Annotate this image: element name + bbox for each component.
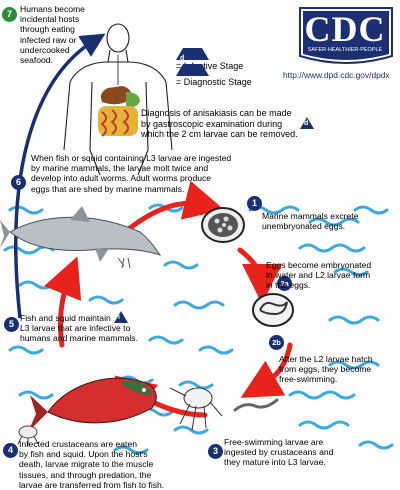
- cdc-logo: CDC SAFER·HEALTHIER·PEOPLE: [300, 6, 390, 66]
- step-1-badge: 1: [247, 196, 262, 211]
- arrow-to-human: [14, 33, 106, 319]
- cdc-logo-tagline: SAFER·HEALTHIER·PEOPLE: [307, 47, 383, 53]
- egg-unembryonated: [201, 207, 245, 243]
- cdc-url[interactable]: http://www.dpd.cdc.gov/dpdx: [283, 70, 390, 80]
- legend-infective-label: = Infective Stage: [176, 61, 244, 71]
- step-6-text: When fish or squid containing L3 larvae …: [31, 153, 232, 194]
- crustacean: [169, 387, 223, 431]
- egg-embryonated: [252, 293, 294, 327]
- digestive-organs: [98, 86, 140, 137]
- human-figure: [63, 23, 173, 176]
- step-2b-badge: 2b: [269, 335, 284, 350]
- dolphin: [0, 206, 162, 269]
- legend-infective: i = Infective Stage: [157, 30, 252, 71]
- cdc-logo-text: CDC: [304, 9, 386, 49]
- water-waves: [3, 203, 394, 455]
- step-7-badge: 7: [2, 7, 17, 22]
- cycle-arrows: [44, 180, 293, 418]
- small-crustacean: [17, 425, 39, 446]
- infective-stage-icon: i: [176, 32, 209, 60]
- step-6-badge: 6: [11, 175, 26, 190]
- legend-diagnostic-label: = Diagnostic Stage: [176, 77, 252, 87]
- step-2a-badge: 2a: [277, 276, 292, 291]
- legend-diagnostic: d = Diagnostic Stage: [157, 46, 252, 87]
- diagnosis-text: Diagnosis of anisakiasis can be made by …: [141, 108, 298, 139]
- step-5-badge: 5: [4, 317, 19, 332]
- free-swimming-larva: [233, 398, 279, 412]
- diagnostic-stage-marker: d: [300, 117, 314, 129]
- infective-stage-marker: i: [114, 311, 128, 323]
- step-4-badge: 4: [3, 443, 18, 458]
- legend: i = Infective Stage d = Diagnostic Stage: [157, 30, 252, 87]
- salmon-fish: [28, 377, 157, 432]
- diagnostic-stage-icon: d: [176, 48, 209, 76]
- step-3-badge: 3: [208, 444, 223, 459]
- cdc-logo-art: [299, 7, 393, 64]
